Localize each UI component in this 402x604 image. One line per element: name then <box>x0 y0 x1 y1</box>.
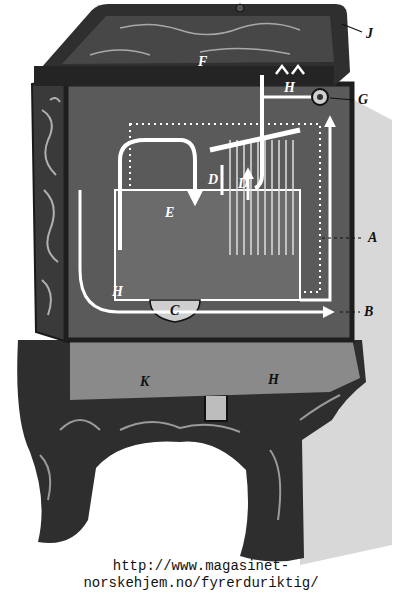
interior <box>66 84 352 340</box>
callout-letter: D <box>238 176 248 192</box>
leader-line <box>322 237 364 238</box>
flow-arrow <box>300 120 330 300</box>
frame <box>66 84 352 340</box>
baffle <box>210 130 300 150</box>
damper-knob <box>312 89 328 105</box>
callout-letter: H <box>268 372 279 388</box>
side-panel <box>32 78 68 342</box>
callout-letter: D <box>208 172 218 188</box>
knob <box>236 4 244 12</box>
callout-letter: J <box>366 26 373 42</box>
floor <box>70 338 360 400</box>
caption: http://www.magasinet-norskehjem.no/fyrer… <box>76 558 326 592</box>
callout-letter: B <box>364 304 373 320</box>
ornament <box>42 98 60 315</box>
chevrons <box>276 66 304 74</box>
leader-line <box>342 24 362 32</box>
callout-letter: C <box>170 303 179 319</box>
leader-line <box>340 311 360 312</box>
callout-letter: H <box>284 80 295 96</box>
callout-letter: H <box>112 284 123 300</box>
damper-rod <box>262 96 312 99</box>
callout-letter: G <box>358 92 368 108</box>
top-lid <box>34 4 350 86</box>
damper-knob <box>317 94 323 100</box>
callout-letter: F <box>198 54 207 70</box>
flow-arrow <box>222 165 248 200</box>
flow-arrow <box>80 190 330 312</box>
ash-door <box>205 395 227 421</box>
leader-line <box>330 98 354 100</box>
callout-letter: K <box>140 374 149 390</box>
flow-arrow <box>120 140 195 250</box>
ornament <box>90 23 300 55</box>
ornament <box>40 395 340 520</box>
callout-letter: E <box>165 205 174 221</box>
flue <box>255 75 262 188</box>
callout-letter: A <box>368 230 377 246</box>
